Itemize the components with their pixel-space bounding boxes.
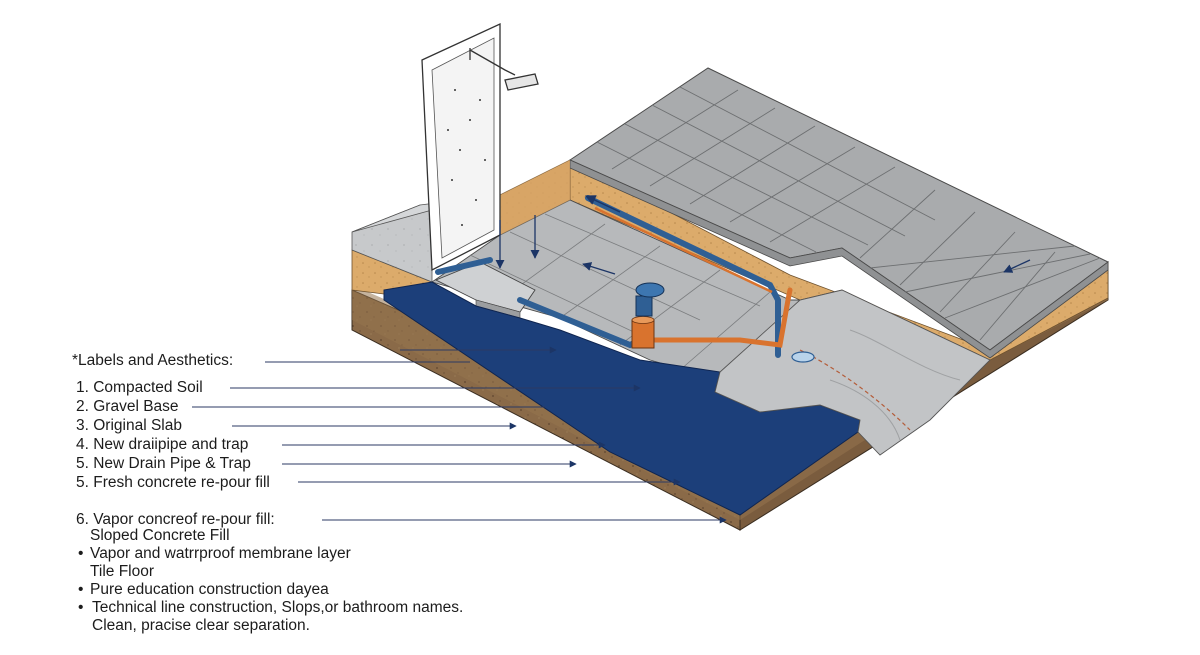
concrete-texture bbox=[829, 329, 961, 441]
shower-head-icon bbox=[469, 48, 539, 91]
tile-floor-front-edge bbox=[569, 159, 1109, 359]
pit-tile-grid bbox=[469, 213, 771, 371]
tile-flow-arrow bbox=[1003, 259, 1031, 273]
orange-drain-pipe bbox=[652, 287, 793, 348]
tile-grid bbox=[596, 86, 1101, 341]
pipe-flow-arrow bbox=[585, 195, 621, 213]
legend-leader-lines bbox=[192, 346, 727, 524]
orange-inner-pipe bbox=[594, 206, 773, 294]
drain-trap-icon bbox=[631, 282, 665, 349]
pit-back-wall bbox=[500, 160, 570, 235]
shower-wall-panel-inner bbox=[431, 37, 495, 259]
wall-speckles bbox=[447, 89, 486, 226]
flow-arrow-icon bbox=[582, 262, 616, 275]
blue-return-pipe bbox=[585, 195, 781, 358]
floor-drain-icon bbox=[791, 351, 815, 363]
